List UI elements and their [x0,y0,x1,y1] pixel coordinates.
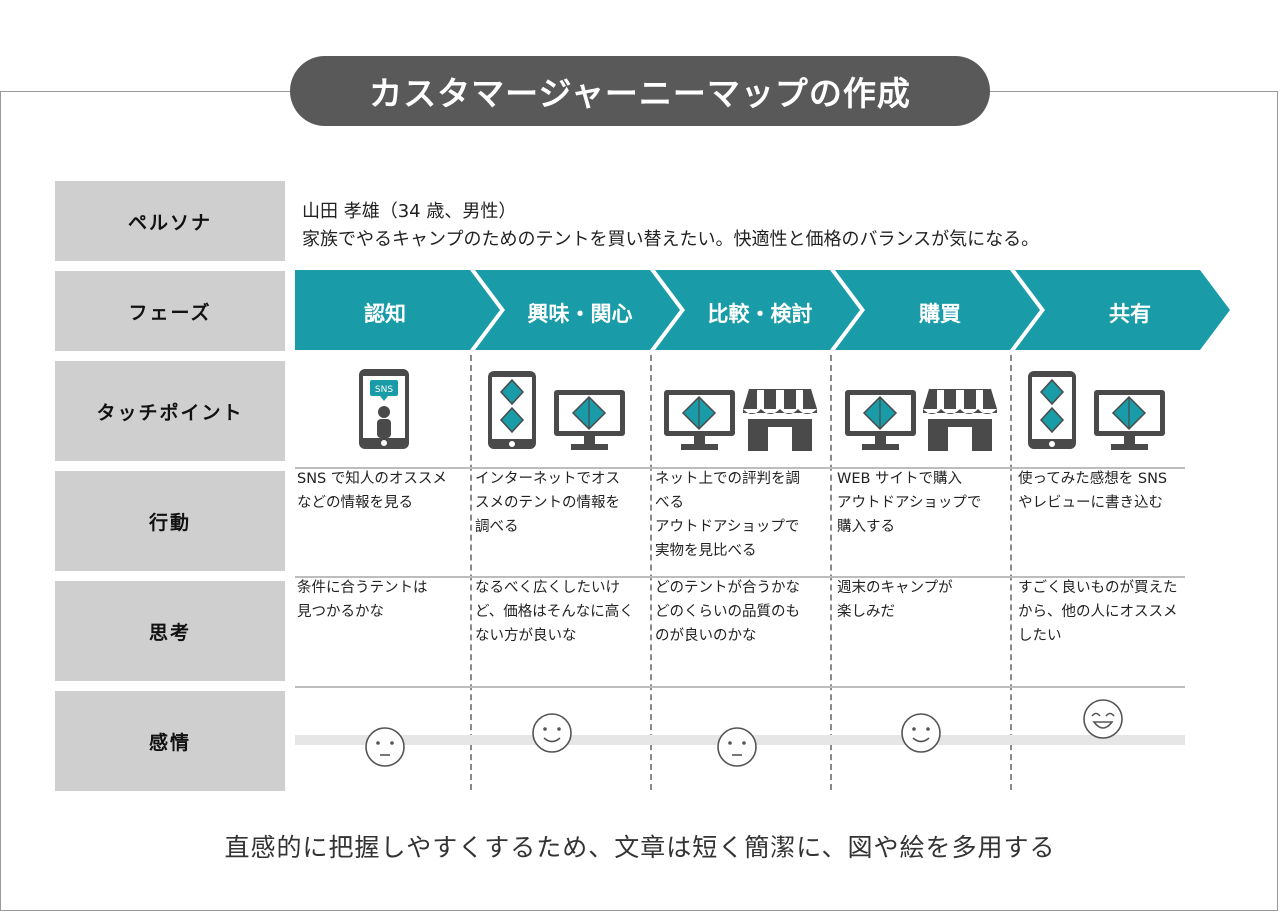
store-icon [923,389,997,451]
thought-cell: なるべく広くしたいけど、価格はそんなに高くない方が良いな [475,576,634,648]
sns-phone-icon: SNS [359,369,409,449]
laugh-face-icon [1083,699,1123,739]
phase-label: 比較・検討 [708,302,813,326]
action-cell-line: WEB サイトで購入 [837,471,963,487]
thought-cell-line: 週末のキャンプが [837,580,953,596]
action-cell-line: アウトドアショップで [837,495,982,511]
phase-divider [470,355,472,790]
phase-label: 認知 [364,302,406,326]
action-cell-line: 実物を見比べる [655,543,757,559]
thought-cell: すごく良いものが買えたから、他の人にオススメしたい [1018,576,1178,648]
action-cell: インターネットでオススメのテントの情報を調べる [475,467,620,539]
row-label-emotion: 感情 [55,691,285,791]
action-cell-line: アウトドアショップで [655,519,800,535]
phase-chevron [295,270,500,350]
thought-cell: 条件に合うテントは見つかるかな [297,576,428,624]
persona-name: 山田 孝雄（34 歳、男性） [302,201,517,222]
phase-chevron [1015,270,1230,350]
thought-cell-line: から、他の人にオススメ [1018,604,1178,620]
action-cell: WEB サイトで購入アウトドアショップで購入する [837,467,981,539]
action-cell-line: インターネットでオス [475,471,620,487]
phase-label: 購買 [918,302,961,326]
thought-cell-line: すごく良いものが買えた [1018,580,1178,596]
thought-cell-line: 条件に合うテントは [297,580,428,596]
row-label-phase: フェーズ [55,271,285,351]
action-cell-line: ネット上での評判を調 [655,471,800,487]
thought-cell-line: どのくらいの品質のも [655,604,800,620]
action-cell-line: やレビューに書き込む [1018,495,1163,511]
phase-divider [830,355,832,790]
action-cell-line: べる [655,495,684,511]
phase-arrows: 認知 興味・関心 比較・検討 購買 共有 [295,270,1230,350]
sns-badge-label: SNS [375,385,393,395]
thought-cell-line: ど、価格はそんなに高く [475,604,634,620]
emotion-track [295,699,1185,767]
monitor-icon [845,390,916,450]
page-title: カスタマージャーニーマップの作成 [290,56,990,126]
phase-label: 興味・関心 [528,302,633,326]
neutral-face-icon [717,727,757,767]
action-cell-line: 購入する [837,519,895,535]
thought-cell-line: のが良いのかな [655,628,757,644]
row-label-persona: ペルソナ [55,181,285,261]
monitor-icon [554,390,625,450]
monitor-icon [1094,390,1165,450]
thought-cell-line: したい [1018,628,1062,644]
action-cell: SNS で知人のオススメなどの情報を見る [297,467,447,515]
thought-cell-line: なるべく広くしたいけ [475,580,620,596]
phase-label: 共有 [1109,302,1151,326]
thought-cell-line: ない方が良いな [475,628,577,644]
store-icon [743,389,817,451]
thought-cell-line: 楽しみだ [837,604,895,620]
thought-cell-line: 見つかるかな [297,604,384,620]
thought-cell-line: どのテントが合うかな [655,580,800,596]
phase-chevron [835,270,1040,350]
action-cell-line: 調べる [475,519,519,535]
smile-face-icon [901,713,941,753]
row-divider [295,576,1185,578]
persona-description: 家族でやるキャンプのためのテントを買い替えたい。快適性と価格のバランスが気になる… [302,229,1040,250]
row-label-thought: 思考 [55,581,285,681]
row-label-action: 行動 [55,471,285,571]
action-cell: ネット上での評判を調べるアウトドアショップで実物を見比べる [655,467,800,563]
action-cell-line: などの情報を見る [297,495,413,511]
phase-divider [650,355,652,790]
action-cell-line: 使ってみた感想を SNS [1018,471,1168,487]
phase-divider [1010,355,1012,790]
row-label-touchpoint: タッチポイント [55,361,285,461]
phone-icon [488,371,536,449]
smile-face-icon [532,713,572,753]
phase-chevron [475,270,680,350]
action-cell-line: SNS で知人のオススメ [297,471,447,487]
monitor-icon [664,390,735,450]
row-divider [295,686,1185,688]
thought-cell: どのテントが合うかなどのくらいの品質のものが良いのかな [655,576,800,648]
phone-icon [1028,371,1076,449]
thought-cell: 週末のキャンプが楽しみだ [837,576,953,624]
phase-chevron [655,270,860,350]
action-cell-line: スメのテントの情報を [475,495,620,511]
row-divider [295,467,1185,469]
neutral-face-icon [365,727,405,767]
action-cell: 使ってみた感想を SNS やレビューに書き込む [1018,467,1167,515]
footer-note: 直感的に把握しやすくするため、文章は短く簡潔に、図や絵を多用する [224,833,1056,862]
